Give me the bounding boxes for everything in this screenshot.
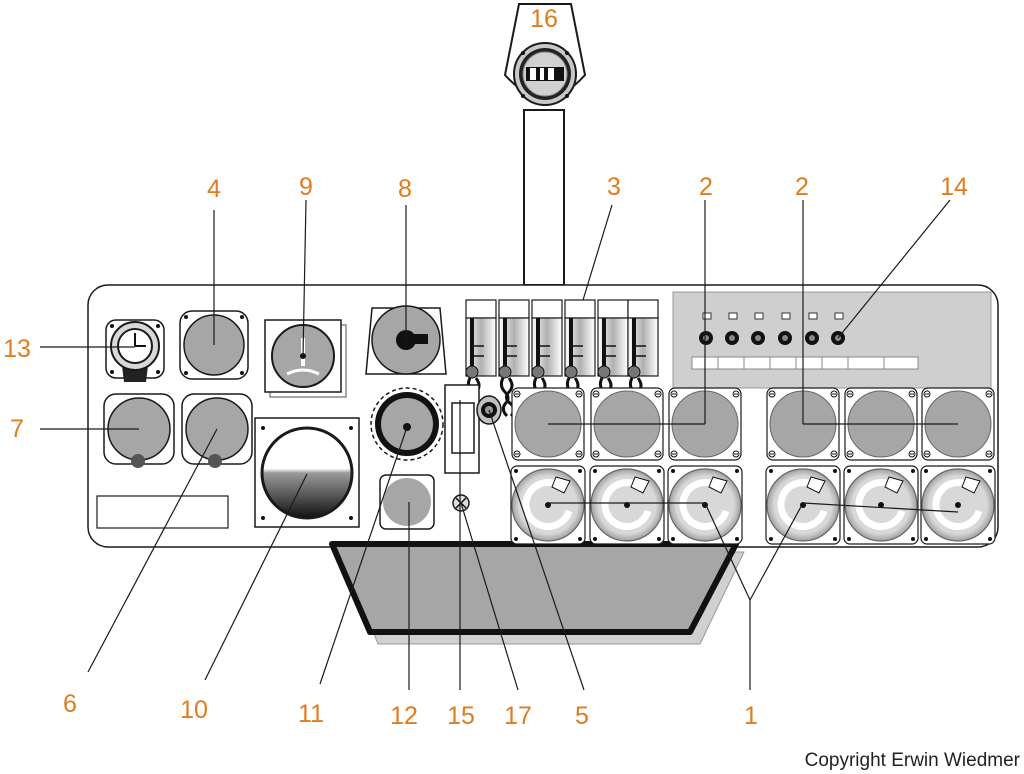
indicator-light	[781, 312, 791, 320]
gauge-7	[103, 393, 175, 468]
callout-12: 12	[390, 702, 418, 730]
engine-gauge-lower	[510, 465, 586, 545]
lower-tray	[329, 541, 745, 645]
copyright-notice: Copyright Erwin Wiedmer	[804, 750, 1020, 771]
indicator-light	[728, 312, 738, 320]
engine-gauge-lower	[589, 465, 665, 545]
callout-13: 13	[3, 335, 31, 363]
engine-gauge-lower	[765, 465, 841, 545]
callout-3: 3	[607, 173, 621, 201]
throttle-lever	[564, 299, 596, 418]
callout-9: 9	[299, 173, 313, 201]
switch-knob	[805, 331, 819, 345]
callout-8: 8	[398, 175, 412, 203]
engine-gauge-lower	[667, 465, 743, 545]
callout-2-right: 2	[795, 173, 809, 201]
leader-lines	[40, 199, 959, 691]
callout-1: 1	[744, 702, 758, 730]
clock-gauge	[105, 319, 165, 382]
callout-labels: 16 4 9 8 3 2 2 14 13 7 6 10 11 12 15 17 …	[3, 5, 968, 730]
switch-knob	[699, 331, 713, 345]
callout-6: 6	[63, 690, 77, 718]
gauge-11	[370, 387, 444, 461]
throttle-lever	[597, 299, 629, 418]
data-plate	[96, 495, 229, 529]
callout-2-left: 2	[699, 173, 713, 201]
callout-10: 10	[180, 696, 208, 724]
switch-panel	[672, 291, 992, 389]
engine-gauge-lower	[843, 465, 919, 545]
gauge-9	[264, 319, 347, 398]
engine-gauges-lower	[510, 465, 996, 545]
panel-15	[444, 384, 480, 474]
callout-4: 4	[207, 175, 221, 203]
throttle-quadrant	[465, 299, 659, 418]
switch-knob	[751, 331, 765, 345]
callout-7: 7	[10, 415, 24, 443]
indicator-light	[754, 312, 764, 320]
indicator-light	[702, 312, 712, 320]
throttle-lever	[465, 299, 497, 418]
callout-11: 11	[298, 700, 324, 728]
callout-17: 17	[504, 702, 532, 730]
indicator-light	[808, 312, 818, 320]
indicator-light	[834, 312, 844, 320]
throttle-lever	[627, 299, 659, 418]
switch-knob	[778, 331, 792, 345]
throttle-lever	[531, 299, 563, 418]
callout-15: 15	[447, 702, 475, 730]
gauge-12	[379, 474, 435, 530]
callout-5: 5	[575, 702, 589, 730]
throttle-lever	[498, 299, 530, 418]
gauge-6	[181, 393, 253, 468]
callout-16: 16	[530, 5, 558, 33]
compass-mount	[503, 3, 587, 286]
switch-knob	[725, 331, 739, 345]
engine-gauge-lower	[920, 465, 996, 545]
gauge-10-horizon	[254, 417, 360, 528]
callout-14: 14	[940, 173, 968, 201]
